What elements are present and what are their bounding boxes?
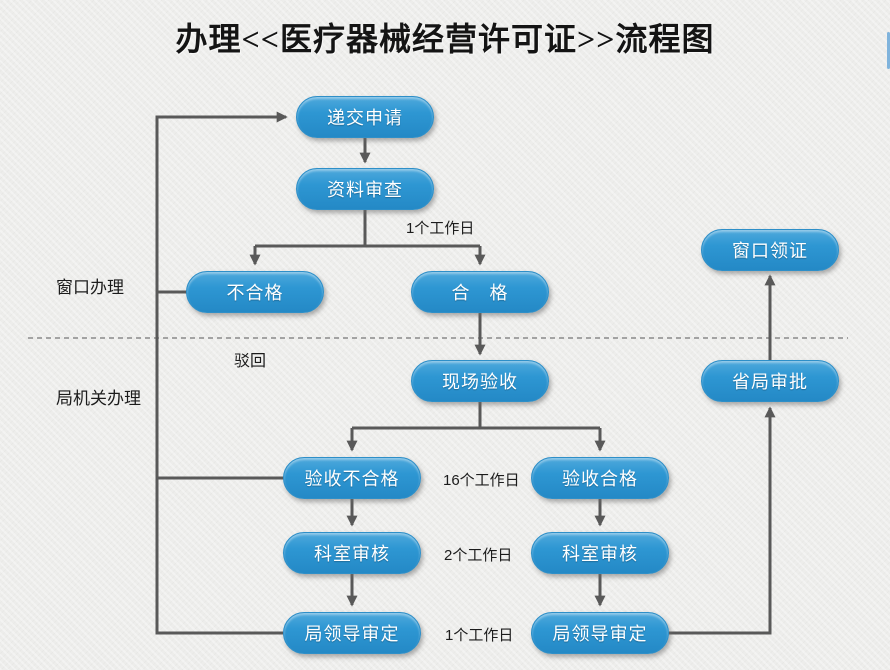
node-inspection-passed: 验收合格 [531, 457, 669, 499]
node-bureau-leader-approval-left: 局领导审定 [283, 612, 421, 654]
node-unqualified: 不合格 [186, 271, 324, 313]
edge-leader-provincial [669, 406, 776, 635]
doc-review-duration-label: 1个工作日 [406, 220, 475, 237]
leader-approval-duration-label: 1个工作日 [445, 627, 514, 644]
edge-return-to-submit [155, 111, 288, 635]
node-qualified: 合 格 [411, 271, 549, 313]
node-document-review: 资料审查 [296, 168, 434, 210]
lane-label-window: 窗口办理 [56, 278, 124, 297]
dept-review-duration-label: 2个工作日 [444, 547, 513, 564]
flowchart-title: 办理<<医疗器械经营许可证>>流程图 [175, 21, 715, 57]
node-department-review-left: 科室审核 [283, 532, 421, 574]
node-inspection-failed: 验收不合格 [283, 457, 421, 499]
node-bureau-leader-approval-right: 局领导审定 [531, 612, 669, 654]
node-provincial-approval: 省局审批 [701, 360, 839, 402]
node-site-inspection: 现场验收 [411, 360, 549, 402]
site-inspection-duration-label: 16个工作日 [443, 472, 520, 489]
reject-label: 驳回 [234, 353, 267, 370]
node-submit-application: 递交申请 [296, 96, 434, 138]
node-collect-certificate: 窗口领证 [701, 229, 839, 271]
scrollbar-thumb[interactable] [887, 32, 890, 69]
lane-label-bureau: 局机关办理 [56, 389, 141, 408]
node-department-review-right: 科室审核 [531, 532, 669, 574]
